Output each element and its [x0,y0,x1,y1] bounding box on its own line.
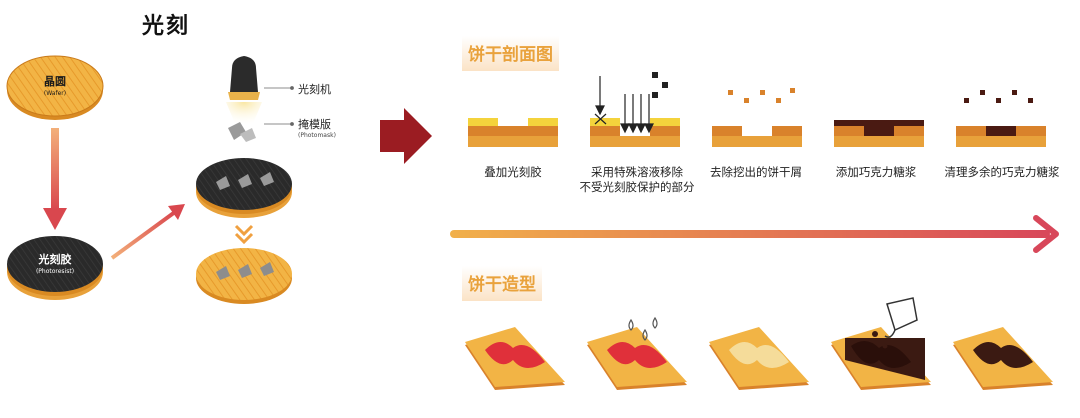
photomask-label: 掩模版(Photomask) [298,118,336,139]
step-1-label: 叠加光刻胶 [484,165,542,179]
step-5-label: 清理多余的巧克力糖浆 [944,165,1060,179]
step-2-diagram [590,72,680,147]
step-1-diagram [468,118,558,147]
cookie-5 [953,327,1053,390]
step-2-label: 采用特殊溶液移除 不受光刻胶保护的部分 [579,165,695,194]
shaping-title: 饼干造型 [462,266,542,301]
step-3-diagram [712,88,802,147]
photoresist-label: 光刻胶(Photoresist) [35,253,75,276]
chevron-down-icon [234,224,254,245]
lithography-machine-icon [226,56,262,126]
patterned-wafer-disc [196,248,292,304]
lithography-flow-graphic [6,55,432,304]
cookie-4 [831,297,931,390]
photomask-icon [228,122,256,142]
cookie-3 [709,327,809,390]
callout-lines [264,86,294,126]
right-arrow-icon [380,108,432,164]
cross-section-title: 饼干剖面图 [462,36,559,71]
page-title: 光刻 [142,14,191,39]
wafer-label: 晶圆(Wafer) [43,75,67,98]
step-3-label: 去除挖出的饼干屑 [710,165,802,179]
machine-label: 光刻机 [298,83,331,96]
cross-section-graphic [450,72,1059,253]
step-4-label: 添加巧克力糖浆 [835,165,917,179]
down-arrow-icon [43,128,67,230]
shaping-graphic [465,297,1053,390]
cookie-1 [465,327,565,390]
exposed-wafer-disc [196,158,292,218]
photoresist-disc [7,236,103,300]
cookie-2 [587,316,687,390]
step-4-diagram [834,120,924,147]
process-arrow-icon [450,215,1059,253]
wafer-disc [6,55,104,120]
step-5-diagram [956,90,1046,147]
diagonal-arrow-icon [110,204,185,260]
